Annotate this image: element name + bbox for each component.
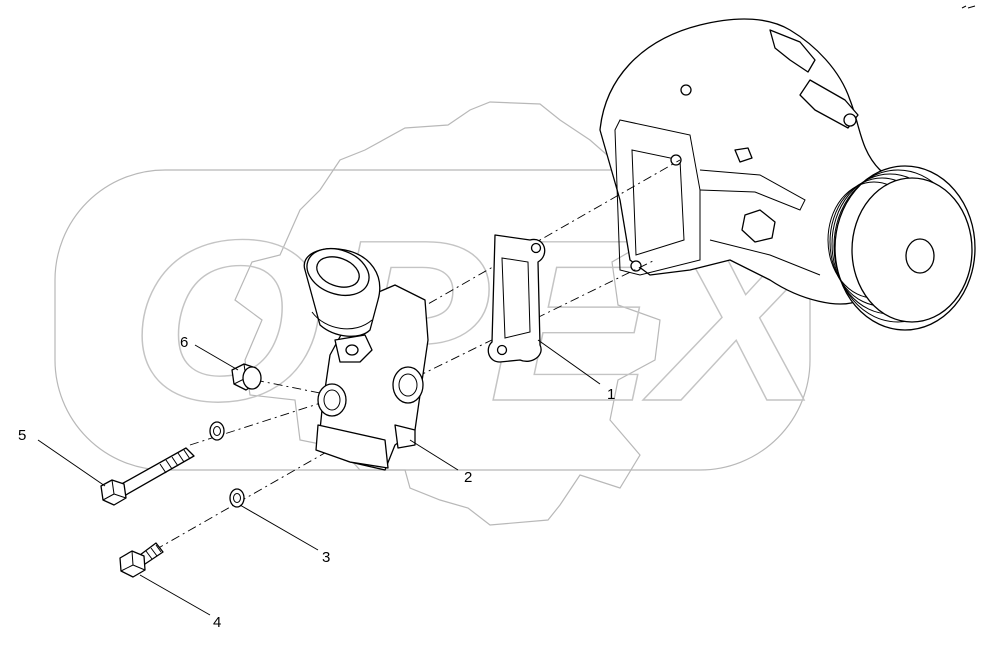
washer-lower <box>229 488 245 508</box>
pump-sensor-fitting <box>741 209 776 243</box>
gasket-outer <box>487 234 546 363</box>
leader-3 <box>239 504 319 551</box>
leader-6 <box>194 344 239 371</box>
corner-mark <box>961 5 976 9</box>
leader-4 <box>139 574 211 616</box>
callout-1: 1 <box>607 386 615 403</box>
housing-inlet-bore <box>316 256 360 288</box>
housing-side-port <box>317 383 347 417</box>
leader-lines <box>37 339 601 616</box>
pump-rib <box>699 169 806 211</box>
pump-pipe-end <box>843 113 857 127</box>
leader-1 <box>537 339 601 385</box>
leader-5 <box>37 439 106 487</box>
pump-pulley-hub <box>905 238 935 274</box>
thermostat-housing <box>303 247 429 471</box>
short-bolt <box>119 542 164 578</box>
long-bolt-head-edge <box>102 479 127 501</box>
plug <box>231 363 262 391</box>
pump-screw <box>734 147 753 163</box>
pump-rib-lower <box>709 239 821 276</box>
long-bolt-thread <box>159 449 191 474</box>
pump-flange <box>614 119 701 276</box>
callout-2: 2 <box>464 469 472 486</box>
washer-upper-outer <box>209 421 225 441</box>
axis-plug <box>254 379 331 396</box>
housing-side-port-bore <box>323 389 341 411</box>
watermark-frame <box>54 169 811 471</box>
water-pump <box>599 18 976 331</box>
washer-upper <box>209 421 225 441</box>
callout-6: 6 <box>180 334 188 351</box>
long-bolt <box>100 447 195 506</box>
leader-2 <box>409 439 459 471</box>
pump-bolt-hole-bottom <box>630 260 642 272</box>
gasket-hole-top <box>530 242 542 254</box>
plug-flange <box>242 366 262 390</box>
housing-foot <box>315 424 389 469</box>
washer-lower-inner <box>233 493 241 503</box>
callout-4: 4 <box>213 614 221 631</box>
callout-3: 3 <box>322 549 330 566</box>
gasket-inner <box>501 257 531 339</box>
gasket <box>487 234 546 363</box>
pump-outlet-pipe <box>769 29 816 73</box>
pump-side-pipe <box>799 79 859 129</box>
long-bolt-shank <box>117 447 195 497</box>
washer-lower-outer <box>229 488 245 508</box>
housing-oring <box>311 311 373 330</box>
gasket-hole-bottom <box>496 344 508 356</box>
housing-front-port-bore <box>398 373 418 397</box>
housing-side-tab <box>394 424 416 449</box>
pump-bolt-hole-mid <box>680 84 692 96</box>
pump-bolt-hole-top <box>670 154 682 166</box>
washer-upper-inner <box>213 426 221 436</box>
callouts: 1 2 3 4 5 6 <box>18 334 615 631</box>
short-bolt-head-edge <box>120 550 146 572</box>
pump-flange-inner <box>631 149 685 256</box>
short-bolt-thread <box>145 544 162 560</box>
housing-lug-hole <box>345 344 359 356</box>
callout-5: 5 <box>18 427 26 444</box>
housing-front-port <box>392 366 424 404</box>
